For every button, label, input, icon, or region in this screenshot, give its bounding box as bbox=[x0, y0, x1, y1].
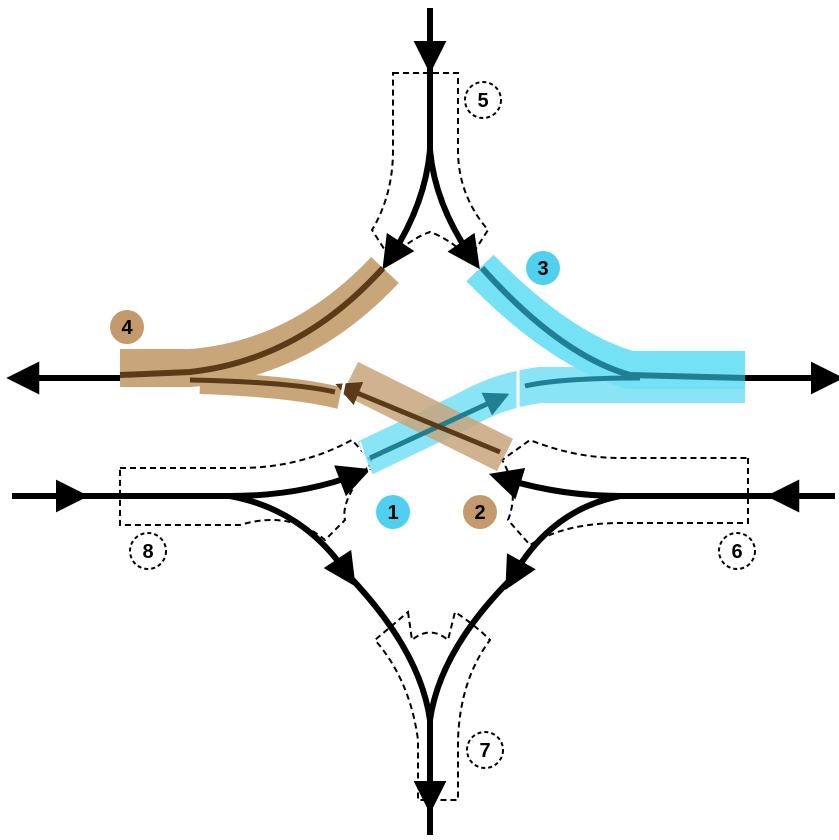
label-1: 1 bbox=[387, 502, 398, 524]
ramp-2-centerline bbox=[335, 382, 501, 455]
badge-5: 5 bbox=[464, 81, 502, 119]
badge-4: 4 bbox=[110, 310, 144, 344]
zone-6-outline bbox=[500, 438, 749, 547]
zone-8-lower-branch bbox=[229, 493, 356, 587]
badge-8: 8 bbox=[129, 532, 167, 570]
badge-1: 1 bbox=[376, 495, 410, 529]
dashed-zones bbox=[119, 72, 749, 801]
zone-8-upper-branch bbox=[229, 465, 371, 499]
label-6: 6 bbox=[731, 541, 742, 563]
label-2: 2 bbox=[474, 502, 485, 524]
ramp-4-lower-centerline bbox=[189, 377, 336, 395]
zone-6-lower-branch bbox=[505, 493, 621, 591]
label-4: 4 bbox=[121, 317, 133, 339]
ramp-4-band bbox=[120, 256, 399, 387]
zone-7-outline bbox=[373, 610, 492, 801]
label-5: 5 bbox=[477, 90, 488, 112]
label-7: 7 bbox=[479, 740, 490, 762]
ramp-3-band bbox=[466, 254, 745, 389]
badge-6: 6 bbox=[718, 532, 756, 570]
zone-6-upper-branch bbox=[488, 467, 621, 500]
label-3: 3 bbox=[537, 258, 548, 280]
zone-5-right-branch bbox=[427, 149, 480, 270]
ramp-4-merge-band bbox=[199, 372, 343, 409]
ramp-1-right-centerline bbox=[524, 375, 641, 389]
ramp-3-centerline bbox=[479, 265, 746, 381]
label-8: 8 bbox=[142, 541, 153, 563]
badge-2: 2 bbox=[463, 495, 497, 529]
zone-5-outline bbox=[370, 72, 490, 260]
main-roads bbox=[6, 8, 839, 835]
zone-8-outline bbox=[119, 438, 374, 542]
badge-3: 3 bbox=[526, 251, 560, 285]
ramp-1-centerline bbox=[368, 392, 510, 461]
badge-7: 7 bbox=[466, 731, 504, 769]
ramp-4-centerline bbox=[119, 265, 386, 378]
